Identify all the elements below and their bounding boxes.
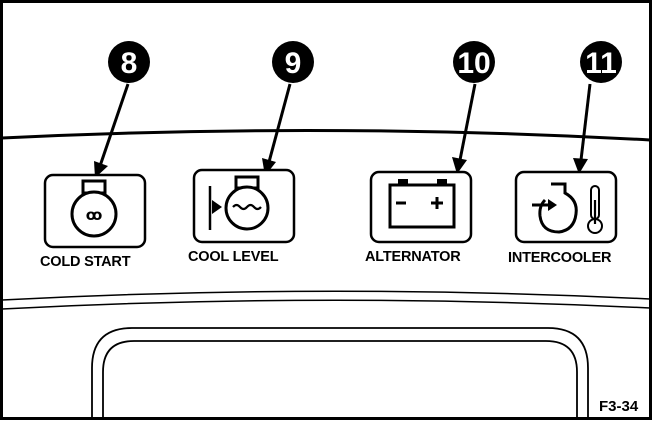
indicator-intercooler: 11 INTERCOOLER xyxy=(508,41,622,266)
callout-8-badge xyxy=(108,41,150,83)
cool-level-label: COOL LEVEL xyxy=(188,249,279,265)
intercooler-label: INTERCOOLER xyxy=(508,250,612,266)
intercooler-temperature-icon xyxy=(532,182,603,234)
callout-10-badge xyxy=(453,41,495,83)
callout-10-leader xyxy=(458,83,477,161)
callout-9-badge xyxy=(272,41,314,83)
callout-9-number: 9 xyxy=(285,47,302,80)
coolant-level-icon xyxy=(208,175,270,231)
callout-11-number: 11 xyxy=(585,47,617,80)
svg-text:ꝏ: ꝏ xyxy=(86,207,103,224)
panel-divider-lower xyxy=(1,299,651,310)
indicator-alternator: 10 ALTERNATOR xyxy=(365,41,495,265)
cold-start-label: COLD START xyxy=(40,254,131,270)
display-window-outer xyxy=(91,327,589,420)
display-window-inner xyxy=(102,340,578,420)
indicator-cool-level: 9 COOL LEVEL xyxy=(188,41,314,265)
callout-11-badge xyxy=(580,41,622,83)
callout-10-number: 10 xyxy=(457,47,490,80)
callout-8-leader xyxy=(98,83,130,167)
callout-11-arrowhead xyxy=(573,158,588,174)
indicator-cold-start: 8 ꝏ COLD START xyxy=(40,41,150,270)
figure-id: F3-34 xyxy=(599,398,639,415)
callout-10-arrowhead xyxy=(452,157,467,174)
panel-top-edge xyxy=(1,128,651,142)
callout-11-leader xyxy=(579,83,592,161)
battery-icon xyxy=(388,179,456,229)
panel-divider-upper xyxy=(1,290,651,301)
glow-plug-icon: ꝏ xyxy=(70,179,118,238)
callout-8-number: 8 xyxy=(121,47,138,80)
alternator-label: ALTERNATOR xyxy=(365,249,461,265)
callout-9-leader xyxy=(267,83,292,163)
